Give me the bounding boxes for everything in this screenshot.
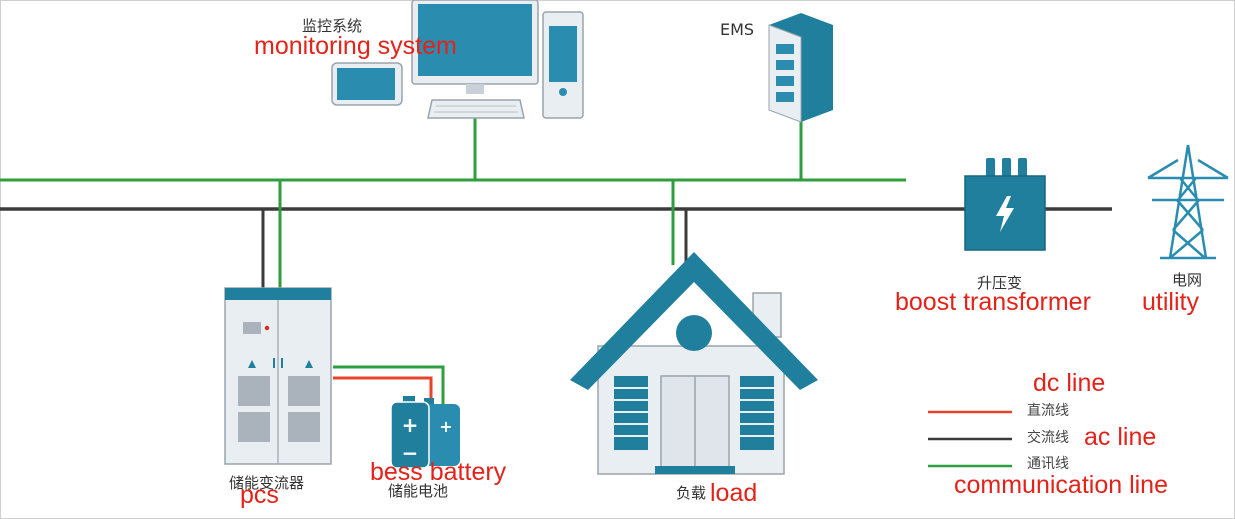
utility-tower-icon: [1147, 144, 1229, 260]
load-label-en: load: [710, 479, 758, 507]
transformer-label-cn: 升压变: [977, 274, 1023, 292]
bess-battery-icon: + − +: [390, 396, 460, 469]
load-house-icon: [570, 252, 818, 475]
legend-ac-label-cn: 交流线: [1027, 430, 1069, 446]
boost-transformer-icon: [964, 158, 1046, 251]
ems-label: EMS: [720, 20, 755, 39]
legend-comm-label-en: communication line: [954, 471, 1168, 499]
transformer-label-en: boost transformer: [895, 288, 1091, 316]
battery-label-en: bess battery: [370, 458, 507, 486]
grid-label-en: utility: [1142, 288, 1199, 316]
desktop-computer-icon: [411, 0, 584, 119]
ems-server-icon: [768, 13, 833, 123]
svg-text:+: +: [439, 417, 452, 436]
pcs-label-en: pcs: [240, 481, 279, 509]
battery-dc-line: [333, 376, 433, 405]
pcs-cabinet-icon: [224, 287, 332, 465]
legend-comm-label-cn: 通讯线: [1027, 456, 1069, 472]
battery-label-cn: 储能电池: [388, 482, 449, 500]
legend-dc-label-en: dc line: [1033, 369, 1106, 397]
grid-label-cn: 电网: [1172, 271, 1203, 289]
pcs-label-cn: 储能变流器: [229, 474, 305, 492]
monitoring-label-cn: 监控系统: [302, 17, 363, 35]
battery-comm-line: [333, 365, 445, 405]
tablet-icon: [331, 62, 403, 106]
legend-dc-label-cn: 直流线: [1027, 403, 1069, 419]
svg-text:+: +: [402, 413, 419, 437]
svg-text:−: −: [402, 441, 419, 465]
load-label-cn: 负载: [676, 484, 707, 502]
monitoring-label-en: monitoring system: [254, 32, 457, 60]
legend-ac-label-en: ac line: [1084, 423, 1157, 451]
